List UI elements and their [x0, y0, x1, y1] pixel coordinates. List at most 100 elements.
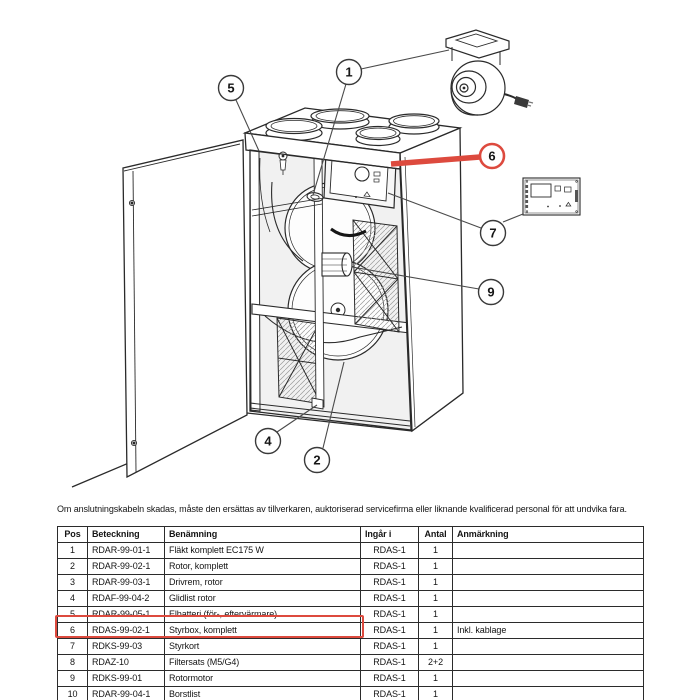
- svg-text:9: 9: [487, 285, 494, 300]
- cell-anmarkning: [452, 654, 644, 671]
- cell-benamning: Borstlist: [164, 686, 361, 700]
- cell-beteckning: RDAS-99-02-1: [87, 622, 165, 639]
- cell-ingar_i: RDAS-1: [360, 606, 419, 623]
- cell-pos: 7: [57, 638, 88, 655]
- cell-benamning: Rotormotor: [164, 670, 361, 687]
- opening-frame: [249, 149, 412, 431]
- highlight-leader-6: [390, 154, 481, 167]
- cell-antal: 1: [418, 558, 453, 575]
- unit-door: [122, 139, 248, 479]
- callouts: 1 5 6 7 9: [217, 58, 507, 474]
- cell-pos: 5: [57, 606, 88, 623]
- cell-pos: 9: [57, 670, 88, 687]
- callout-5: 5: [217, 74, 245, 102]
- cell-antal: 1: [418, 670, 453, 687]
- svg-text:1: 1: [345, 65, 352, 80]
- header-beteckning: Beteckning: [87, 526, 165, 543]
- cell-beteckning: RDKS-99-01: [87, 670, 165, 687]
- cell-benamning: Elbatteri (för-, eftervärmare): [164, 606, 361, 623]
- svg-text:2: 2: [313, 453, 320, 468]
- callout-2: 2: [303, 446, 331, 474]
- leader-lines: [235, 49, 524, 449]
- cell-anmarkning: [452, 670, 644, 687]
- cell-beteckning: RDAR-99-03-1: [87, 574, 165, 591]
- cell-ingar_i: RDAS-1: [360, 574, 419, 591]
- cell-beteckning: RDAR-99-04-1: [87, 686, 165, 700]
- cell-pos: 8: [57, 654, 88, 671]
- cell-benamning: Rotor, komplett: [164, 558, 361, 575]
- parts-table: Pos Beteckning Benämning Ingår i Antal A…: [57, 526, 644, 700]
- cell-antal: 1: [418, 542, 453, 559]
- cell-ingar_i: RDAS-1: [360, 590, 419, 607]
- cell-pos: 1: [57, 542, 88, 559]
- header-pos: Pos: [57, 526, 88, 543]
- cell-benamning: Styrkort: [164, 638, 361, 655]
- cell-anmarkning: [452, 606, 644, 623]
- cell-antal: 1: [418, 606, 453, 623]
- callout-7: 7: [479, 219, 507, 247]
- exploded-diagram: 1 5 6 7 9: [71, 29, 581, 488]
- cell-beteckning: RDKS-99-03: [87, 638, 165, 655]
- svg-text:7: 7: [489, 226, 496, 241]
- cell-ingar_i: RDAS-1: [360, 670, 419, 687]
- cell-ingar_i: RDAS-1: [360, 558, 419, 575]
- svg-text:4: 4: [264, 434, 272, 449]
- cell-ingar_i: RDAS-1: [360, 686, 419, 700]
- cell-anmarkning: [452, 638, 644, 655]
- header-anmarkning: Anmärkning: [452, 526, 644, 543]
- cell-pos: 3: [57, 574, 88, 591]
- callout-4: 4: [254, 427, 282, 455]
- callout-9: 9: [477, 278, 505, 306]
- cell-ingar_i: RDAS-1: [360, 542, 419, 559]
- external-fan: [445, 29, 534, 116]
- cell-pos: 10: [57, 686, 88, 700]
- cell-ingar_i: RDAS-1: [360, 622, 419, 639]
- cell-benamning: Fläkt komplett EC175 W: [164, 542, 361, 559]
- header-antal: Antal: [418, 526, 453, 543]
- safety-note: Om anslutningskabeln skadas, måste den e…: [57, 504, 627, 514]
- header-ingar-i: Ingår i: [360, 526, 419, 543]
- cell-anmarkning: [452, 558, 644, 575]
- cell-pos: 6: [57, 622, 88, 639]
- cell-benamning: Styrbox, komplett: [164, 622, 361, 639]
- cell-antal: 1: [418, 686, 453, 700]
- cell-antal: 2+2: [418, 654, 453, 671]
- cell-pos: 2: [57, 558, 88, 575]
- svg-text:5: 5: [227, 81, 234, 96]
- cell-ingar_i: RDAS-1: [360, 654, 419, 671]
- cell-anmarkning: [452, 590, 644, 607]
- rotor-motor-shape: [321, 252, 353, 277]
- cell-anmarkning: [452, 542, 644, 559]
- cell-antal: 1: [418, 638, 453, 655]
- table-header-row: Pos Beteckning Benämning Ingår i Antal A…: [57, 526, 644, 543]
- unit-interior: [250, 150, 411, 430]
- cell-benamning: Glidlist rotor: [164, 590, 361, 607]
- cell-anmarkning: [452, 686, 644, 700]
- cell-antal: 1: [418, 622, 453, 639]
- cell-beteckning: RDAF-99-04-2: [87, 590, 165, 607]
- cell-benamning: Drivrem, rotor: [164, 574, 361, 591]
- cell-antal: 1: [418, 590, 453, 607]
- cell-anmarkning: Inkl. kablage: [452, 622, 644, 639]
- cell-antal: 1: [418, 574, 453, 591]
- cell-ingar_i: RDAS-1: [360, 638, 419, 655]
- circuit-board: [522, 177, 581, 216]
- cell-beteckning: RDAR-99-02-1: [87, 558, 165, 575]
- cell-beteckning: RDAR-99-01-1: [87, 542, 165, 559]
- cell-beteckning: RDAZ-10: [87, 654, 165, 671]
- svg-text:6: 6: [488, 149, 495, 164]
- cell-anmarkning: [452, 574, 644, 591]
- cell-pos: 4: [57, 590, 88, 607]
